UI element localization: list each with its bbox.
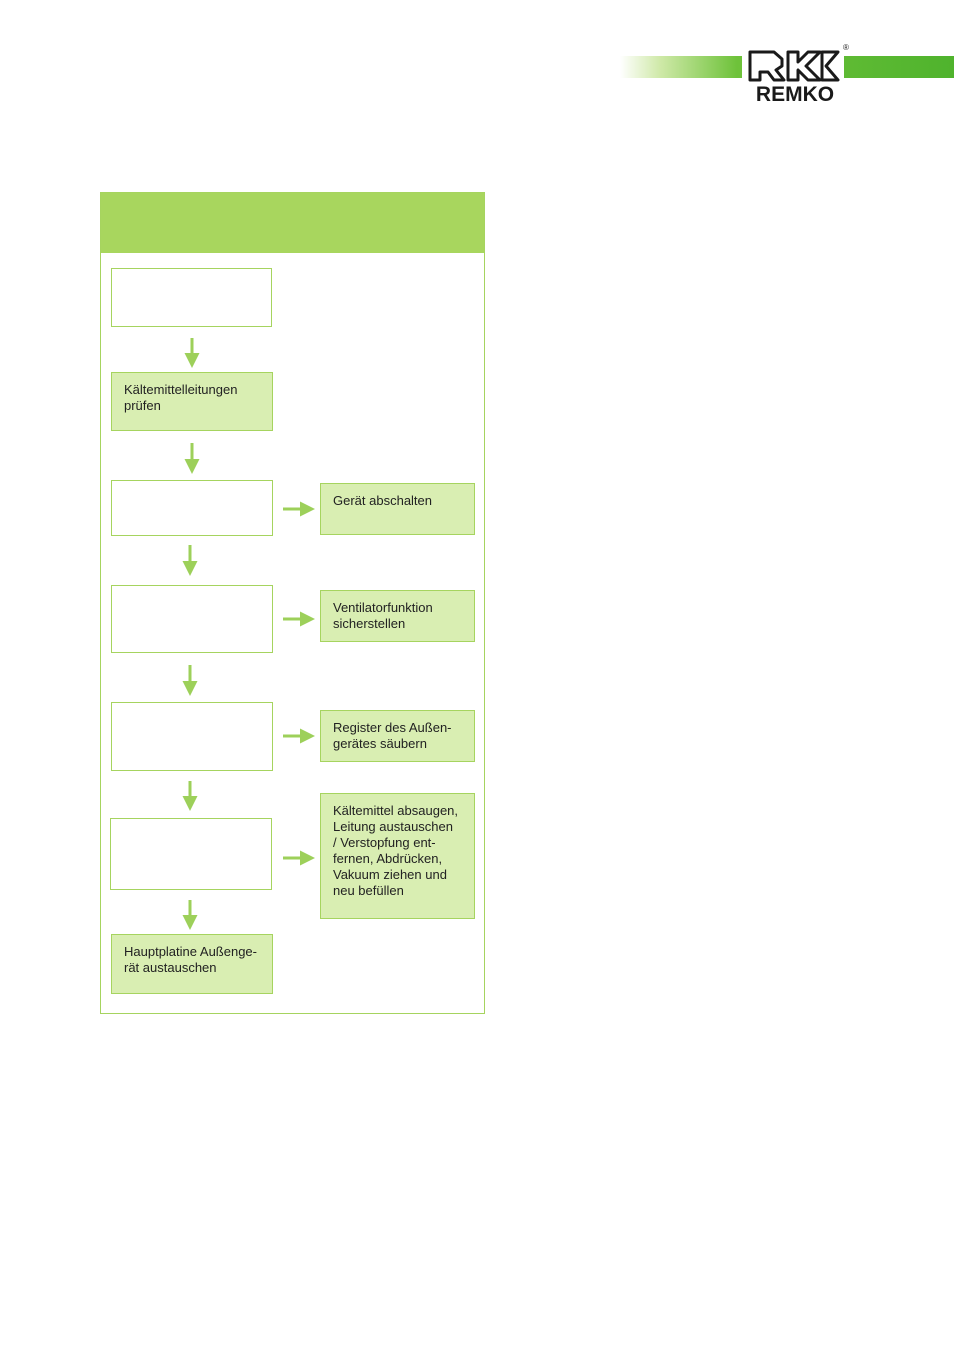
action-2-box: Ventilatorfunktion sicherstellen xyxy=(320,590,475,642)
step-2-box: Kältemittelleitungen prüfen xyxy=(111,372,273,431)
action-4-box: Kältemittel absaugen, Leitung austausche… xyxy=(320,793,475,919)
step-5-box xyxy=(111,702,273,771)
step-3-box xyxy=(111,480,273,536)
step-1-box xyxy=(111,268,272,327)
flowchart-header xyxy=(101,193,484,253)
step-6-box xyxy=(110,818,272,890)
step-4-box xyxy=(111,585,273,653)
logo-wordmark: REMKO xyxy=(755,83,835,106)
action-1-box: Gerät abschalten xyxy=(320,483,475,535)
step-7-box: Hauptplatine Außenge- rät austauschen xyxy=(111,934,273,994)
action-3-box: Register des Außen- gerätes säubern xyxy=(320,710,475,762)
registered-mark: ® xyxy=(843,43,849,52)
remko-logo-icon xyxy=(748,50,840,82)
